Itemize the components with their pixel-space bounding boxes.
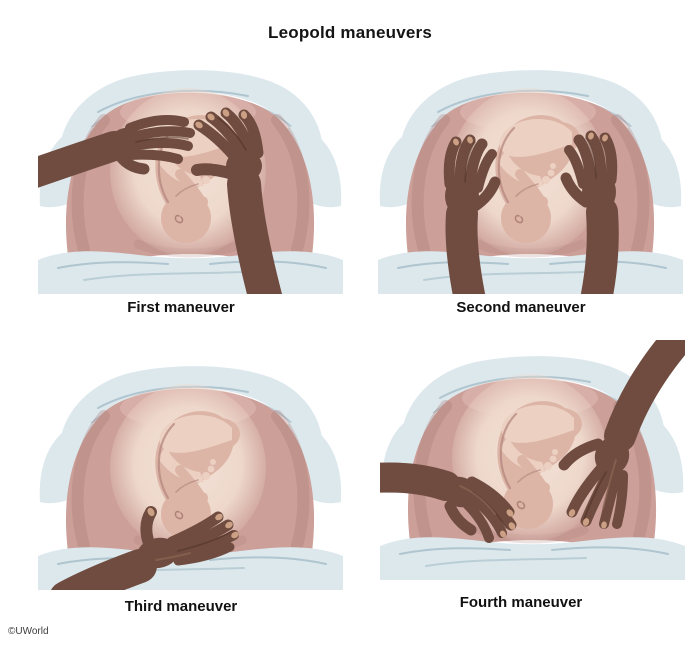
- second-maneuver-illustration: [378, 54, 683, 294]
- uworld-credit: ©UWorld: [8, 626, 49, 637]
- first-maneuver-label: First maneuver: [127, 299, 235, 316]
- fourth-maneuver-illustration: [380, 340, 685, 580]
- third-maneuver-illustration: [38, 350, 343, 590]
- fourth-maneuver-label: Fourth maneuver: [459, 594, 583, 611]
- examiner-hands-pelvic: [380, 340, 685, 543]
- examiner-hands-fundal: [38, 107, 283, 294]
- second-maneuver-label: Second maneuver: [456, 299, 586, 316]
- third-maneuver-label: Third maneuver: [124, 598, 238, 615]
- first-maneuver-illustration: [38, 54, 343, 294]
- examiner-hand-suprapubic: [51, 506, 239, 590]
- page-title: Leopold maneuvers: [268, 23, 432, 43]
- examiner-hands-lateral: [443, 130, 619, 294]
